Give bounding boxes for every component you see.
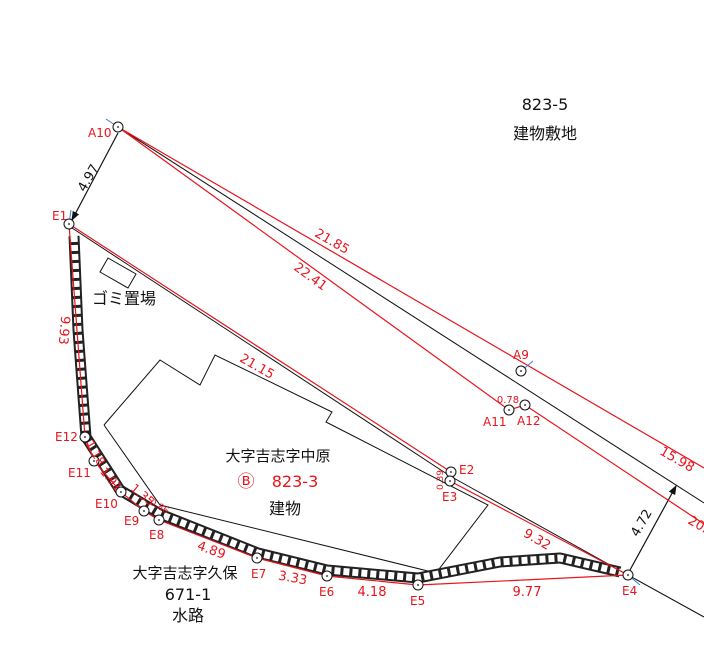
survey-point-dot: [117, 126, 119, 128]
survey-point-dot: [508, 409, 510, 411]
distance-e4-e5: 9.77: [513, 585, 542, 600]
survey-point-dot: [417, 584, 419, 586]
wall-line: [68, 225, 704, 618]
north-parcel-number: 823-5: [522, 95, 569, 114]
distance-e12-e1: 9.93: [55, 315, 72, 345]
distance-a9-east: 15.98: [657, 444, 697, 476]
distance-e2-e3: 0.39: [436, 470, 446, 490]
point-label-e6: E6: [319, 585, 334, 599]
survey-point-dot: [627, 574, 629, 576]
garbage-area-label: ゴミ置場: [92, 289, 156, 308]
survey-point-dot: [120, 491, 122, 493]
dimension-a10-e1: [71, 132, 119, 222]
subject-number: 823-3: [272, 472, 319, 491]
point-label-a12: A12: [517, 414, 540, 428]
road-edge-line: [117, 126, 704, 504]
survey-point-dot: [256, 557, 258, 559]
north-parcel-use: 建物敷地: [513, 124, 577, 143]
distance-a10-e1: 4.97: [75, 162, 102, 195]
stone-wall-inner: [70, 235, 621, 582]
survey-point-dot: [143, 510, 145, 512]
point-label-e9: E9: [124, 514, 139, 528]
point-label-e4: E4: [622, 584, 637, 598]
survey-point-dot: [520, 370, 522, 372]
point-label-e11: E11: [68, 466, 91, 480]
survey-point-dot: [450, 471, 452, 473]
point-label-e1: E1: [52, 209, 67, 223]
point-label-a10: A10: [88, 126, 111, 140]
distance-a10-a9: 21.85: [312, 226, 352, 258]
point-label-a9: A9: [513, 348, 529, 362]
subject-district: 大字吉志字中原: [225, 447, 330, 465]
boundary-a10-a9: [117, 126, 704, 469]
point-label-e5: E5: [410, 594, 425, 608]
survey-point-dot: [158, 519, 160, 521]
survey-point-dot: [68, 223, 70, 225]
subject-use: 建物: [269, 499, 301, 518]
survey-point-dot: [449, 480, 451, 482]
survey-point-dot: [93, 460, 95, 462]
point-label-e7: E7: [251, 567, 266, 581]
point-label-e8: E8: [149, 528, 164, 542]
building-outline: [103, 354, 489, 574]
distance-a11-a12: 0.78: [497, 395, 519, 406]
boundary-e1-e2: [68, 223, 452, 473]
survey-point-dot: [84, 436, 86, 438]
south-district: 大字吉志字久保: [132, 564, 237, 582]
subject-symbol: Ⓑ: [238, 472, 255, 492]
distance-e4-offset: 4.72: [628, 507, 655, 540]
point-label-e12: E12: [55, 430, 78, 444]
survey-point-dot: [524, 404, 526, 406]
point-label-e3: E3: [442, 490, 457, 504]
point-label-e2: E2: [459, 463, 474, 477]
stone-wall: [68, 235, 622, 584]
distance-a12-east: 20.: [685, 513, 704, 536]
distance-e5-e6: 4.18: [358, 585, 387, 600]
distance-a10-a11: 22.41: [291, 260, 330, 294]
south-number: 671-1: [165, 585, 212, 604]
garbage-area-box: [99, 257, 137, 289]
boundary-a10-a12: [117, 126, 704, 525]
point-label-a11: A11: [483, 415, 506, 429]
distance-e6-e7: 3.33: [277, 569, 308, 589]
survey-point-dot: [326, 575, 328, 577]
point-label-e10: E10: [95, 497, 118, 511]
distance-e1-e2: 21.15: [237, 351, 277, 383]
south-use: 水路: [172, 606, 204, 625]
